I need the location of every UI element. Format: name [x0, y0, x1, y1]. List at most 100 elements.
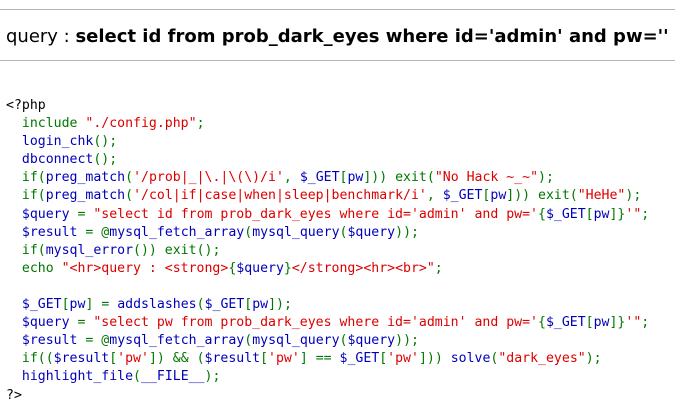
code-line: login_chk();	[6, 133, 649, 151]
query-sql: select id from prob_dark_eyes where id='…	[75, 26, 669, 47]
code-token: if(	[6, 170, 46, 186]
code-token: (	[339, 224, 348, 240]
code-token: pw	[69, 297, 86, 313]
code-token: $result	[204, 351, 261, 367]
code-token: "select pw from prob_dark_eyes where id=…	[93, 315, 538, 331]
code-token: (	[490, 351, 499, 367]
code-token: mysql_error	[45, 242, 134, 258]
code-token: $_GET	[299, 170, 340, 186]
code-token: $query	[21, 206, 78, 222]
code-token: highlight_file	[21, 369, 134, 385]
code-token	[6, 134, 22, 149]
code-token: </strong><hr><br>"	[291, 260, 435, 276]
code-token	[6, 369, 22, 384]
code-token: $result	[53, 351, 110, 367]
code-token: preg_match	[45, 170, 126, 186]
code-token: ,	[283, 170, 300, 186]
highlighted-source-code: <?php include "./config.php"; login_chk(…	[6, 97, 649, 405]
code-token: "dark_eyes"	[498, 351, 586, 367]
code-token: 'pw'	[268, 351, 300, 367]
code-line: $_GET[pw] = addslashes($_GET[pw]);	[6, 296, 649, 314]
code-token: "./config.php"	[85, 116, 197, 132]
code-token: ));	[395, 333, 419, 349]
code-token: );	[625, 188, 642, 204]
code-token: if(	[6, 188, 46, 204]
code-token: mysql_fetch_array	[109, 224, 245, 240]
code-token: $result	[21, 224, 86, 240]
code-token: ()) exit();	[133, 242, 221, 258]
code-token: "<hr>query : <strong>	[61, 260, 229, 276]
code-token	[6, 225, 22, 240]
code-token: $query	[21, 315, 78, 331]
code-line: if(preg_match('/col|if|case|when|sleep|b…	[6, 187, 649, 205]
code-line: if(mysql_error()) exit();	[6, 242, 649, 260]
code-token: preg_match	[45, 188, 126, 204]
code-token: (	[125, 188, 134, 204]
code-token: (	[244, 333, 253, 349]
code-token: (	[125, 170, 134, 186]
code-token: mysql_query	[252, 224, 340, 240]
code-line: $query = "select id from prob_dark_eyes …	[6, 206, 649, 224]
code-line: $result = @mysql_fetch_array(mysql_query…	[6, 332, 649, 350]
code-token: (	[196, 297, 205, 313]
code-line: include "./config.php";	[6, 115, 649, 133]
code-token: __FILE__	[141, 369, 205, 385]
code-token: $_GET	[545, 206, 586, 222]
code-token: 'pw'	[117, 351, 149, 367]
code-token	[6, 333, 22, 348]
code-token: solve	[450, 351, 491, 367]
code-token: login_chk	[21, 134, 94, 150]
code-line: highlight_file(__FILE__);	[6, 368, 649, 386]
code-token: =	[77, 206, 94, 222]
code-token: "HeHe"	[577, 188, 626, 204]
code-token: (	[339, 333, 348, 349]
code-token: $_GET	[442, 188, 483, 204]
code-token: [	[109, 351, 118, 367]
code-token: {	[228, 260, 237, 276]
code-token: mysql_fetch_array	[109, 333, 245, 349]
code-token: pw	[593, 206, 610, 222]
code-token: '"	[625, 315, 642, 331]
code-token: "No Hack ~_~"	[434, 170, 539, 186]
code-line: echo "<hr>query : <strong>{$query}</stro…	[6, 260, 649, 278]
code-token: =	[77, 315, 94, 331]
code-token: ])) exit(	[506, 188, 578, 204]
code-token: );	[538, 170, 554, 186]
code-token: '"	[625, 206, 642, 222]
code-token: {	[537, 315, 546, 331]
query-output: query : select id from prob_dark_eyes wh…	[6, 25, 669, 49]
code-token: $_GET	[339, 351, 380, 367]
code-token: ));	[395, 224, 419, 240]
code-line: if(($result['pw']) && ($result['pw'] == …	[6, 350, 649, 368]
code-token: {	[537, 206, 546, 222]
code-token: echo	[6, 260, 62, 276]
code-token: (	[133, 369, 141, 385]
code-line: $result = @mysql_fetch_array (mysql_query…	[6, 224, 649, 242]
code-token: [	[244, 297, 253, 313]
code-token: '/prob|_|\.|\(\)/i'	[133, 170, 284, 186]
code-token: ;	[641, 206, 650, 222]
code-token: if(	[6, 242, 46, 258]
code-line: $query = "select pw from prob_dark_eyes …	[6, 314, 649, 332]
code-token: $_GET	[204, 297, 245, 313]
code-token: [	[379, 351, 388, 367]
code-token: if((	[6, 351, 54, 367]
horizontal-rule-top	[0, 9, 675, 10]
code-token: pw	[490, 188, 507, 204]
code-token	[6, 207, 22, 222]
code-token	[6, 315, 22, 330]
code-token: ,	[426, 188, 443, 204]
code-token: '/col|if|case|when|sleep|benchmark/i'	[133, 188, 427, 204]
code-token: pw	[252, 297, 269, 313]
query-prefix: query :	[6, 26, 76, 47]
code-token: ]) && (	[148, 351, 205, 367]
code-token: pw	[593, 315, 610, 331]
code-token: "select id from prob_dark_eyes where id=…	[93, 206, 538, 222]
code-token: ();	[93, 152, 118, 168]
code-token: );	[585, 351, 602, 367]
code-token: = @	[85, 224, 110, 240]
code-token: ;	[196, 116, 205, 132]
code-token: ]}	[609, 206, 626, 222]
code-token: [	[585, 206, 594, 222]
code-token: addslashes	[117, 297, 197, 313]
